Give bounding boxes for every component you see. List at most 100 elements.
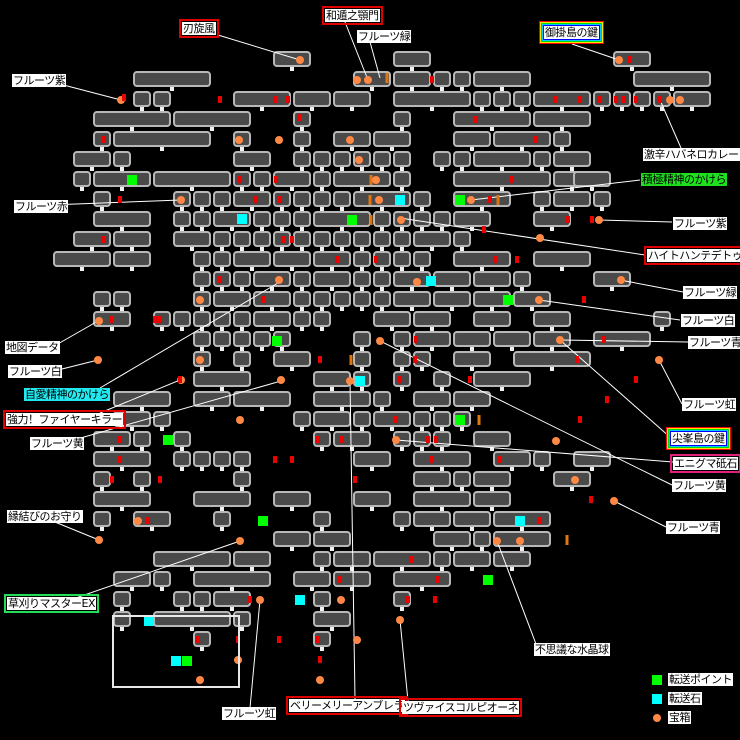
label-fruit-green-right: フルーツ緑 <box>683 286 738 299</box>
enemy-icon <box>318 356 322 363</box>
map-room <box>213 311 231 327</box>
map-room <box>93 431 131 447</box>
room-door <box>270 327 274 331</box>
room-door <box>530 307 534 311</box>
enemy-icon <box>118 456 122 463</box>
enemy-icon <box>589 496 593 503</box>
treasure-chest-icon <box>316 676 324 684</box>
room-door <box>510 347 514 351</box>
label-habanero-curry: 激辛ハバネロカレー <box>643 148 740 161</box>
room-door <box>260 227 264 231</box>
map-room <box>433 211 451 227</box>
room-door <box>250 167 254 171</box>
map-room <box>533 91 591 107</box>
map-room <box>193 371 251 387</box>
map-room <box>273 251 311 267</box>
map-room <box>313 291 331 307</box>
map-room <box>413 231 451 247</box>
map-room <box>393 231 411 247</box>
label-sekkyoku-fragment: 積極精神のかけら <box>641 173 727 186</box>
map-room <box>393 111 411 127</box>
room-door <box>220 507 224 511</box>
room-door <box>490 287 494 291</box>
map-room <box>453 551 491 567</box>
map-room <box>473 151 531 167</box>
legend: 転送ポイント 転送石 宝箱 <box>652 670 733 727</box>
treasure-chest-icon <box>277 376 285 384</box>
map-room <box>293 131 311 147</box>
gate-icon <box>368 195 372 205</box>
room-door <box>480 207 484 211</box>
room-door <box>440 447 444 451</box>
enemy-icon <box>316 436 320 443</box>
enemy-icon <box>102 136 106 143</box>
map-room <box>233 311 251 327</box>
label-fruit-red: フルーツ赤 <box>14 200 69 213</box>
room-door <box>550 327 554 331</box>
enemy-icon <box>614 96 618 103</box>
room-door <box>200 267 204 271</box>
map-room <box>393 251 411 267</box>
legend-label: 転送石 <box>668 692 702 705</box>
map-room <box>473 271 511 287</box>
treasure-chest-icon <box>396 616 404 624</box>
map-room <box>313 191 331 207</box>
room-door <box>420 447 424 451</box>
map-room <box>513 291 551 307</box>
room-door <box>300 287 304 291</box>
map-room <box>433 411 451 427</box>
room-door <box>640 107 644 111</box>
teleport-stone-icon <box>355 376 365 386</box>
room-door <box>430 327 434 331</box>
leader-line <box>619 279 684 293</box>
room-door <box>470 567 474 571</box>
map-room <box>313 211 371 227</box>
room-door <box>380 207 384 211</box>
map-room <box>113 231 151 247</box>
treasure-chest-icon <box>353 76 361 84</box>
room-door <box>350 147 354 151</box>
room-door <box>400 347 404 351</box>
map-room <box>153 611 231 627</box>
map-room <box>493 551 531 567</box>
map-room <box>233 231 251 247</box>
room-door <box>540 467 544 471</box>
map-room <box>233 331 251 347</box>
room-door <box>500 167 504 171</box>
room-door <box>420 207 424 211</box>
label-enigma-whetstone: エニグマ砥石 <box>670 454 740 473</box>
room-door <box>130 267 134 271</box>
treasure-chest-icon <box>610 497 618 505</box>
enemy-icon <box>433 596 437 603</box>
room-door <box>320 167 324 171</box>
leader-line <box>379 340 673 486</box>
map-room <box>453 111 531 127</box>
room-door <box>380 247 384 251</box>
room-door <box>390 427 394 431</box>
map-room <box>133 511 171 527</box>
map-room <box>273 531 311 547</box>
enemy-icon <box>238 176 242 183</box>
room-door <box>600 207 604 211</box>
room-door <box>300 127 304 131</box>
room-door <box>440 567 444 571</box>
map-room <box>353 411 371 427</box>
treasure-chest-icon <box>556 336 564 344</box>
room-door <box>330 267 334 271</box>
map-room <box>293 191 311 207</box>
map-room <box>233 451 251 467</box>
leader-line <box>571 43 620 61</box>
map-room <box>213 451 231 467</box>
map-room <box>633 71 711 87</box>
room-door <box>320 607 324 611</box>
room-door <box>420 267 424 271</box>
enemy-icon <box>286 96 290 103</box>
map-room <box>513 271 531 287</box>
room-door <box>540 167 544 171</box>
room-door <box>360 187 364 191</box>
label-berry-umbrella: ベリーメリーアンブレラ <box>286 696 408 715</box>
map-room <box>413 331 451 347</box>
enemy-icon <box>534 136 538 143</box>
room-door <box>370 87 374 91</box>
map-room <box>193 271 211 287</box>
